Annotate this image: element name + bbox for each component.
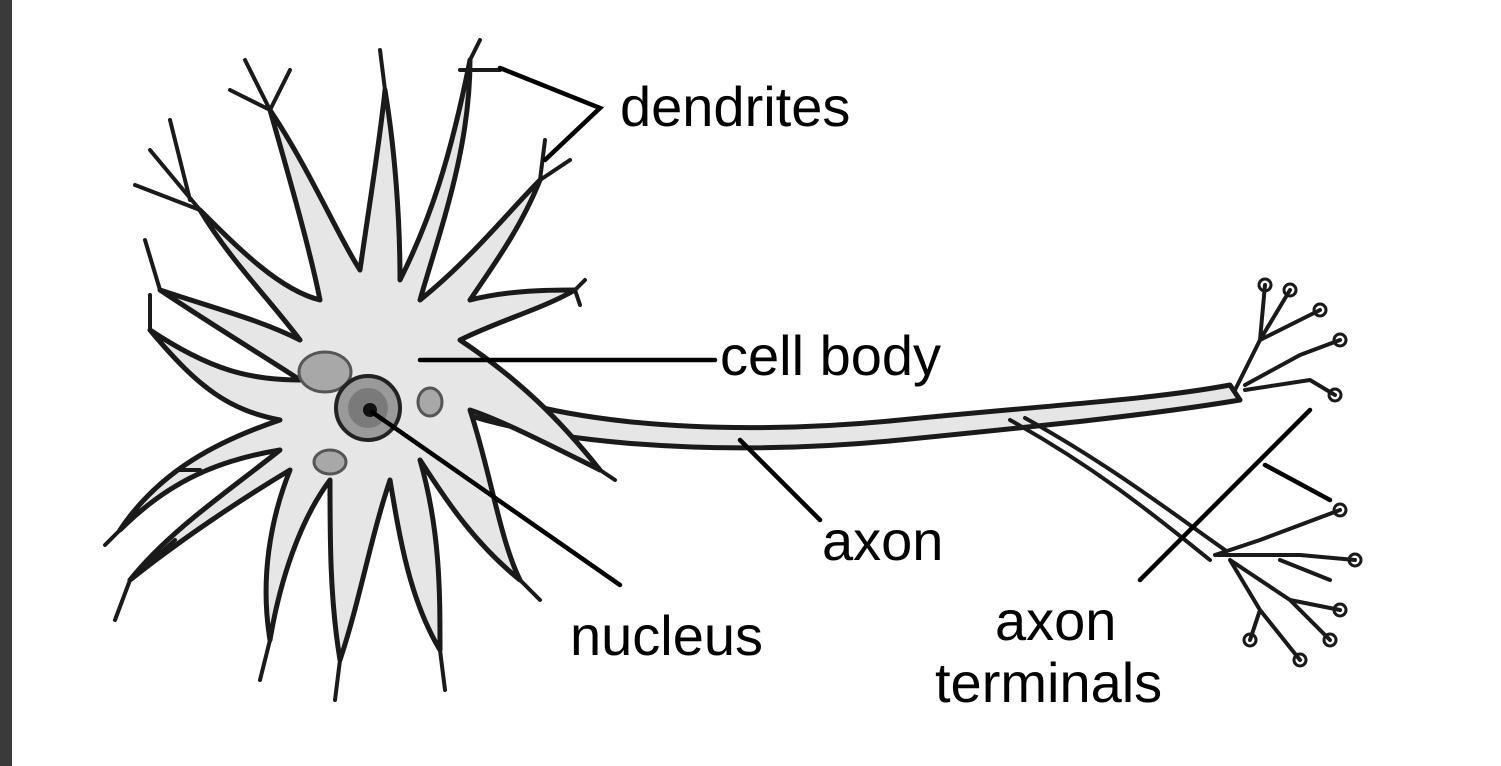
axon-terminals-shape [1215,279,1361,666]
label-cell-body: cell body [720,324,941,387]
nucleus-shape [336,376,400,440]
label-axon-terminals-line2: terminals [935,651,1162,714]
label-axon: axon [822,509,943,572]
axon-leader [740,440,820,520]
label-dendrites: dendrites [620,75,850,138]
label-nucleus: nucleus [570,604,763,667]
dendrites-leader [500,68,600,160]
axon-terminals-leader-2 [1265,465,1330,500]
label-axon-terminals-line1: axon [995,589,1116,652]
